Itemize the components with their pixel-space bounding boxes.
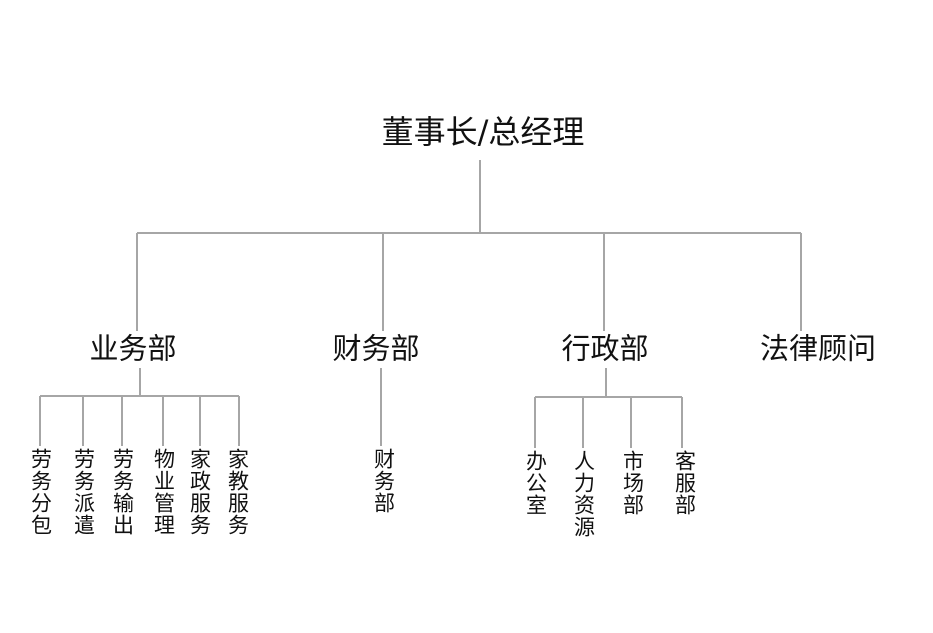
- dept-admin-label: 行政部: [561, 331, 649, 366]
- unit-human-resources: 人力资源: [571, 450, 596, 538]
- root-node-label: 董事长/总经理: [381, 113, 585, 151]
- dept-finance-label: 财务部: [332, 331, 420, 366]
- unit-housekeeping: 家政服务: [187, 448, 212, 536]
- dept-business-label: 业务部: [89, 331, 177, 366]
- unit-labor-export: 劳务输出: [110, 448, 135, 536]
- dept-legal-label: 法律顾问: [759, 331, 877, 366]
- unit-labor-subcontract: 劳务分包: [28, 448, 53, 536]
- unit-marketing: 市场部: [620, 450, 645, 516]
- unit-labor-dispatch: 劳务派遣: [71, 448, 96, 536]
- unit-office: 办公室: [523, 450, 548, 516]
- unit-tutoring: 家教服务: [225, 448, 250, 536]
- unit-property-management: 物业管理: [151, 448, 176, 536]
- unit-finance: 财务部: [371, 448, 396, 514]
- unit-customer-service: 客服部: [672, 450, 697, 516]
